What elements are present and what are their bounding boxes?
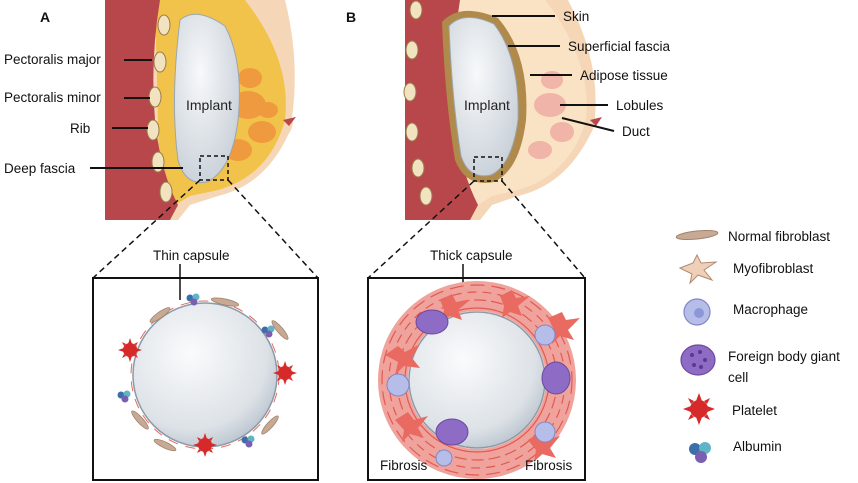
legend-item-normal-fibroblast: Normal fibroblast — [675, 229, 830, 244]
label-skin: Skin — [563, 9, 589, 24]
fibrosis-label-left: Fibrosis — [380, 458, 428, 473]
zoom-line-right-a — [227, 179, 319, 279]
panel-b: B Implant — [346, 0, 671, 481]
legend-label-normal-fibroblast: Normal fibroblast — [728, 229, 830, 244]
panel-b-letter: B — [346, 9, 356, 25]
legend-item-platelet: Platelet — [683, 393, 777, 425]
lobules-b — [528, 71, 574, 159]
legend-item-myofibroblast: Myofibroblast — [678, 253, 814, 285]
nipple-b — [590, 117, 602, 126]
capsule-label-a: Thin capsule — [153, 248, 230, 263]
nipple-a — [283, 117, 296, 126]
anatomy-labels-a: Pectoralis major Pectoralis minor Rib De… — [4, 52, 183, 176]
myofibroblast-icon — [678, 253, 718, 285]
giant-cell-icon — [680, 344, 716, 376]
platelets-a — [118, 338, 297, 457]
normal-fibroblast-icon — [675, 229, 719, 241]
label-adipose-tissue: Adipose tissue — [580, 68, 668, 83]
panel-a-letter: A — [40, 9, 50, 25]
breast-illustration-b: Implant — [403, 0, 602, 220]
legend-item-giant-cell: Foreign body giant cell — [680, 344, 840, 385]
ribs-b — [403, 0, 433, 206]
implant-label-b: Implant — [464, 97, 510, 113]
legend-label-platelet: Platelet — [732, 403, 777, 418]
legend: Normal fibroblast Myofibroblast Macropha… — [675, 229, 840, 463]
implant-a — [173, 13, 240, 184]
zoom-line-right-b — [501, 180, 586, 279]
fibrosis-label-right: Fibrosis — [525, 458, 573, 473]
zoom-line-left-a — [92, 179, 201, 279]
label-pectoralis-minor: Pectoralis minor — [4, 90, 101, 105]
fibroblasts-a — [131, 297, 289, 452]
zoom-line-left-b — [367, 180, 475, 279]
legend-label-macrophage: Macrophage — [733, 302, 808, 317]
implant-sphere-a — [132, 302, 278, 448]
label-duct: Duct — [622, 124, 650, 139]
legend-label-giant-cell-line2: cell — [728, 370, 748, 385]
implant-b — [448, 17, 519, 177]
legend-item-macrophage: Macrophage — [683, 298, 808, 326]
legend-label-giant-cell-line1: Foreign body giant — [728, 349, 840, 364]
implant-label-a: Implant — [186, 97, 232, 113]
macrophages-b — [386, 324, 556, 467]
label-rib: Rib — [70, 121, 90, 136]
legend-label-myofibroblast: Myofibroblast — [733, 261, 814, 276]
legend-item-albumin: Albumin — [689, 439, 782, 463]
breast-illustration-a: Implant — [105, 0, 296, 220]
label-pectoralis-major: Pectoralis major — [4, 52, 101, 67]
capsule-label-b: Thick capsule — [430, 248, 513, 263]
label-deep-fascia: Deep fascia — [4, 161, 76, 176]
label-lobules: Lobules — [616, 98, 664, 113]
anatomy-labels-b: Skin Superficial fascia Adipose tissue L… — [492, 9, 671, 139]
albumin-a — [117, 293, 275, 448]
giant-cells-b — [415, 309, 571, 446]
zoom-inset-b: Thick capsule — [367, 248, 586, 481]
legend-label-albumin: Albumin — [733, 439, 782, 454]
zoom-box-a — [199, 155, 229, 181]
platelet-icon — [683, 393, 715, 425]
albumin-icon — [689, 442, 711, 463]
zoom-inset-a: Thin capsule — [92, 248, 319, 481]
panel-a: A Implant — [4, 0, 319, 481]
zoom-box-b — [473, 156, 503, 182]
label-superficial-fascia: Superficial fascia — [568, 39, 671, 54]
